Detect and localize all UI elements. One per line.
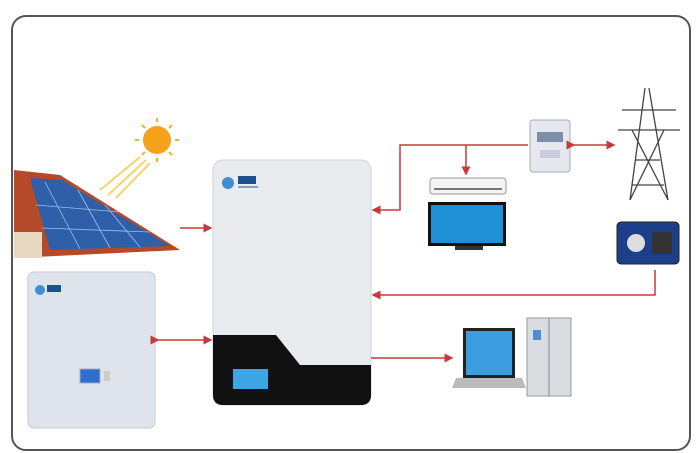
- television-icon: [428, 202, 506, 250]
- electric-meter-icon: [529, 119, 571, 173]
- flow-arrows: [150, 140, 656, 363]
- laptop-icon: [452, 328, 526, 388]
- sun-icon: [99, 118, 179, 199]
- power-grid-tower-icon: [618, 87, 680, 201]
- lithium-battery-icon: [27, 271, 156, 429]
- diagram-frame: [11, 15, 691, 451]
- refrigerator-icon: [526, 317, 572, 397]
- air-conditioner-icon: [429, 177, 507, 195]
- arrow-generator-to-inverter: [371, 270, 656, 300]
- hybrid-inverter-icon: [212, 159, 372, 406]
- arrow-grid-to-inverter: [371, 144, 528, 215]
- solar-panel-roof-icon: [14, 170, 180, 258]
- generator-icon: [616, 221, 680, 265]
